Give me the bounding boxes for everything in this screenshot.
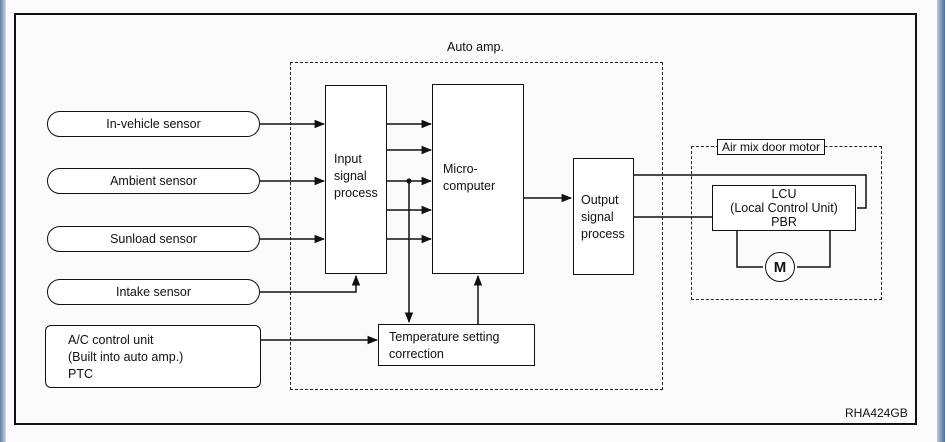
ac-control-line-1: A/C control unit [68, 333, 154, 347]
input-signal-process-block: Input signal process [325, 85, 387, 274]
input-signal-line-2: signal [334, 169, 367, 183]
in-vehicle-sensor: In-vehicle sensor [47, 111, 260, 137]
output-signal-line-3: process [581, 227, 625, 241]
lcu-line-3: PBR [771, 215, 797, 229]
temperature-setting-correction-block: Temperature setting correction [378, 324, 535, 366]
lcu-line-2: (Local Control Unit) [730, 201, 838, 215]
ambient-sensor: Ambient sensor [47, 168, 260, 194]
sunload-sensor: Sunload sensor [47, 226, 260, 252]
lcu-line-1: LCU [771, 187, 797, 201]
auto-amp-label: Auto amp. [447, 40, 504, 54]
output-signal-line-2: signal [581, 210, 614, 224]
output-signal-process-block: Output signal process [573, 158, 634, 275]
ac-control-line-2: (Built into auto amp.) [68, 350, 184, 364]
air-mix-door-motor-label: Air mix door motor [717, 139, 826, 155]
microcomputer-line-2: computer [443, 179, 496, 193]
window-frame-left [0, 0, 6, 442]
intake-sensor: Intake sensor [47, 279, 260, 305]
lcu-block: LCU (Local Control Unit) PBR [712, 185, 856, 231]
temperature-line-2: correction [389, 347, 444, 361]
temperature-line-1: Temperature setting [389, 330, 500, 344]
diagram-border [14, 13, 917, 425]
ac-control-unit: A/C control unit (Built into auto amp.) … [45, 325, 261, 388]
microcomputer-block: Micro- computer [432, 84, 524, 274]
ac-control-line-3: PTC [68, 367, 93, 381]
figure-code: RHA424GB [845, 406, 908, 420]
motor-symbol: M [765, 252, 795, 282]
input-signal-line-1: Input [334, 152, 362, 166]
microcomputer-line-1: Micro- [443, 162, 478, 176]
output-signal-line-1: Output [581, 193, 619, 207]
input-signal-line-3: process [334, 186, 378, 200]
auto-amp-region [290, 62, 663, 390]
window-frame-right [937, 0, 945, 442]
